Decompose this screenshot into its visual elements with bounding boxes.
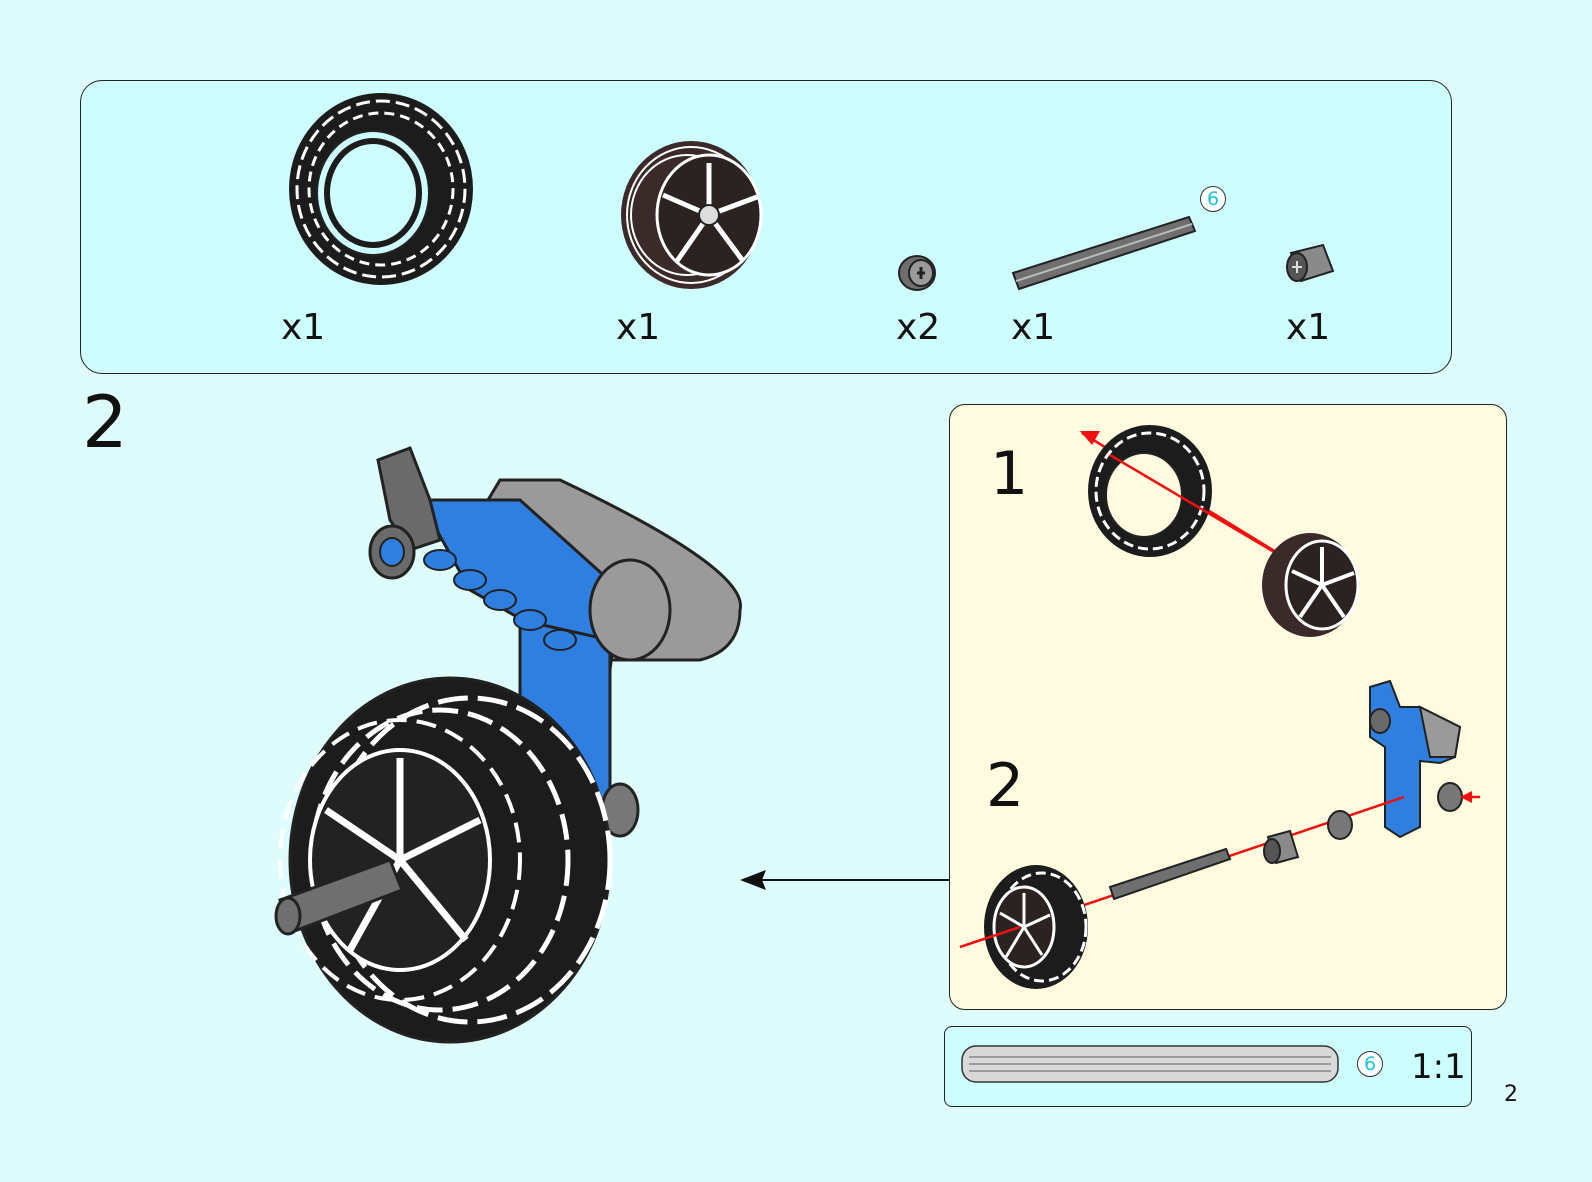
axle-connector-quantity: x1 — [1286, 307, 1331, 348]
sub-step-2-illustration — [959, 679, 1480, 989]
bush-icon — [898, 255, 936, 291]
parts-list-panel: x1 x1 x2 6 x1 x1 — [80, 80, 1452, 374]
axle-connector-icon — [1286, 243, 1335, 283]
sub-step-1-number: 1 — [990, 439, 1029, 509]
sub-step-1-illustration — [1080, 425, 1360, 637]
ruler-length-badge: 6 — [1357, 1051, 1383, 1077]
ruler-scale-label: 1:1 — [1411, 1047, 1466, 1087]
axle-length-badge: 6 — [1200, 186, 1226, 212]
wheel-rim-quantity: x1 — [616, 307, 661, 348]
step-number: 2 — [82, 380, 128, 464]
tire-icon — [289, 93, 473, 285]
bush-quantity: x2 — [896, 307, 941, 348]
axle-quantity: x1 — [1011, 307, 1056, 348]
callout-arrow — [740, 870, 950, 890]
axle-icon — [1011, 215, 1197, 291]
axle-length-ruler-panel: 6 1:1 — [944, 1026, 1472, 1107]
wheel-rim-icon — [621, 141, 763, 289]
axle-ruler-icon — [961, 1045, 1339, 1083]
tire-quantity: x1 — [281, 307, 326, 348]
sub-assembly-panel: 1 2 — [949, 404, 1507, 1010]
assembled-wheel-illustration — [274, 446, 742, 1044]
page-number: 2 — [1504, 1082, 1518, 1107]
sub-step-2-number: 2 — [986, 751, 1025, 821]
